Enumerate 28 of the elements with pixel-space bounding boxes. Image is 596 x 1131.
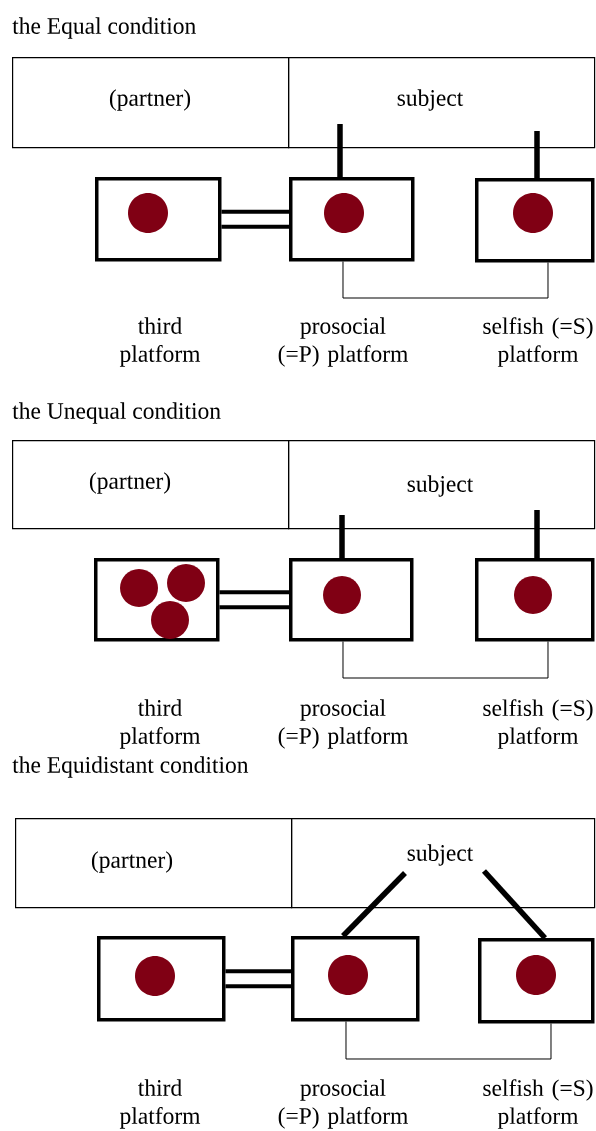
handle-line	[481, 869, 548, 940]
platform-label: prosocial (=P) platform	[278, 699, 408, 749]
platform-label: selfish (=S) platform	[483, 1079, 593, 1129]
handle-line	[339, 515, 345, 558]
platform-label: third platform	[119, 317, 201, 367]
area-box: subject	[288, 57, 596, 149]
platform-label: selfish (=S) platform	[483, 317, 593, 367]
handle-line	[337, 124, 343, 177]
double-bar	[221, 209, 289, 229]
connecting-line	[342, 261, 549, 299]
double-bar	[225, 969, 291, 989]
handle-line	[534, 510, 540, 558]
area-box: (partner)	[15, 818, 293, 909]
area-box: subject	[291, 818, 596, 909]
platform-label: third platform	[119, 699, 201, 749]
platform-label: prosocial (=P) platform	[278, 317, 408, 367]
panel-title: the Unequal condition	[12, 402, 221, 424]
double-bar	[219, 590, 289, 610]
connecting-line	[345, 1021, 552, 1060]
platform-label: prosocial (=P) platform	[278, 1079, 408, 1129]
panel-title: the Equidistant condition	[12, 756, 249, 778]
connecting-line	[342, 641, 549, 679]
area-box: subject	[288, 440, 596, 530]
platform-label: selfish (=S) platform	[483, 699, 593, 749]
platform-label: third platform	[119, 1079, 201, 1129]
handle-line	[534, 131, 540, 178]
area-box: (partner)	[12, 57, 290, 149]
area-box: (partner)	[12, 440, 290, 530]
